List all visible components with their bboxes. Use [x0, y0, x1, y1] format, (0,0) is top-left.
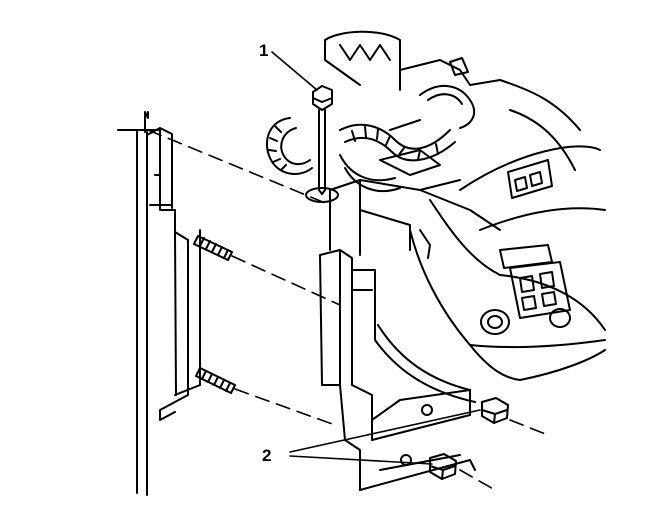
lower-stud: [195, 367, 236, 394]
lower-nut: [429, 453, 457, 480]
callout-1: 1: [259, 41, 268, 60]
upper-nut: [481, 397, 509, 424]
dash-panel: [374, 145, 606, 403]
alignment-lines: [147, 129, 549, 491]
mounting-bracket: [117, 111, 201, 496]
bolt: [305, 85, 339, 203]
upper-stud: [193, 235, 233, 261]
callout-2: 2: [262, 446, 271, 465]
console-frame: [324, 30, 581, 256]
leader-lines: [271, 51, 481, 465]
wire-harness: [265, 85, 476, 193]
module-bracket: [319, 249, 476, 491]
